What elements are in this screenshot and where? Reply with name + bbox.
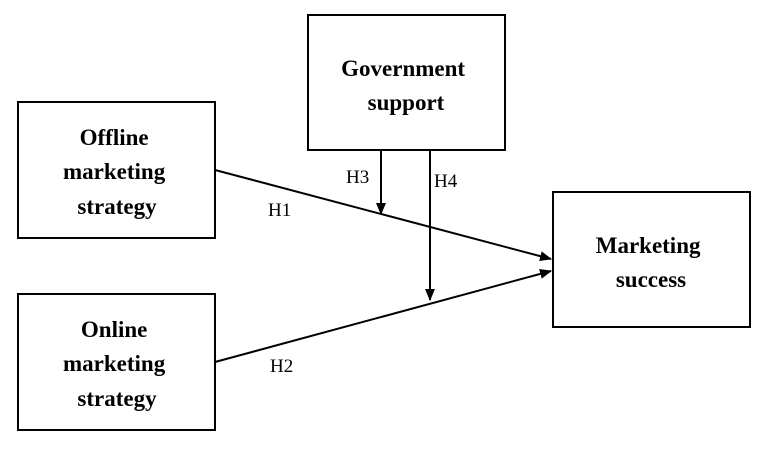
node-offline-marketing-strategy: Offline marketing strategy [17, 101, 216, 239]
edge-h3-label: H3 [346, 167, 369, 188]
edge-h4: H4 [425, 150, 458, 301]
node-online-line-1: Online [81, 317, 147, 342]
svg-text:Marketing success: Marketing success [596, 233, 707, 292]
svg-text:Online marketing s: Online marketing strategy [63, 317, 171, 411]
node-government-support: Government support [307, 14, 506, 151]
node-online-marketing-strategy: Online marketing strategy [17, 293, 216, 431]
node-success-line-2: success [616, 267, 686, 292]
edge-h2: H2 [214, 269, 552, 377]
svg-text:Government support: Government support [341, 56, 471, 115]
node-government-line-1: Government [341, 56, 465, 81]
node-offline-line-1: Offline [80, 125, 149, 150]
node-offline-line-2: marketing [63, 159, 166, 184]
node-marketing-success: Marketing success [552, 191, 751, 328]
edge-h1-label: H1 [268, 200, 291, 221]
node-online-line-3: strategy [77, 386, 157, 411]
edge-h2-label: H2 [270, 356, 293, 377]
edge-h1: H1 [214, 169, 552, 262]
svg-text:Offline marketing: Offline marketing strategy [63, 125, 171, 219]
node-success-line-1: Marketing [596, 233, 701, 258]
node-government-line-2: support [368, 90, 445, 115]
node-offline-line-3: strategy [77, 194, 157, 219]
edge-h3: H3 [346, 150, 386, 215]
edge-h1-arrow [214, 169, 552, 262]
node-online-line-2: marketing [63, 351, 166, 376]
edge-h4-label: H4 [434, 171, 458, 192]
edge-h2-arrow [214, 269, 552, 363]
